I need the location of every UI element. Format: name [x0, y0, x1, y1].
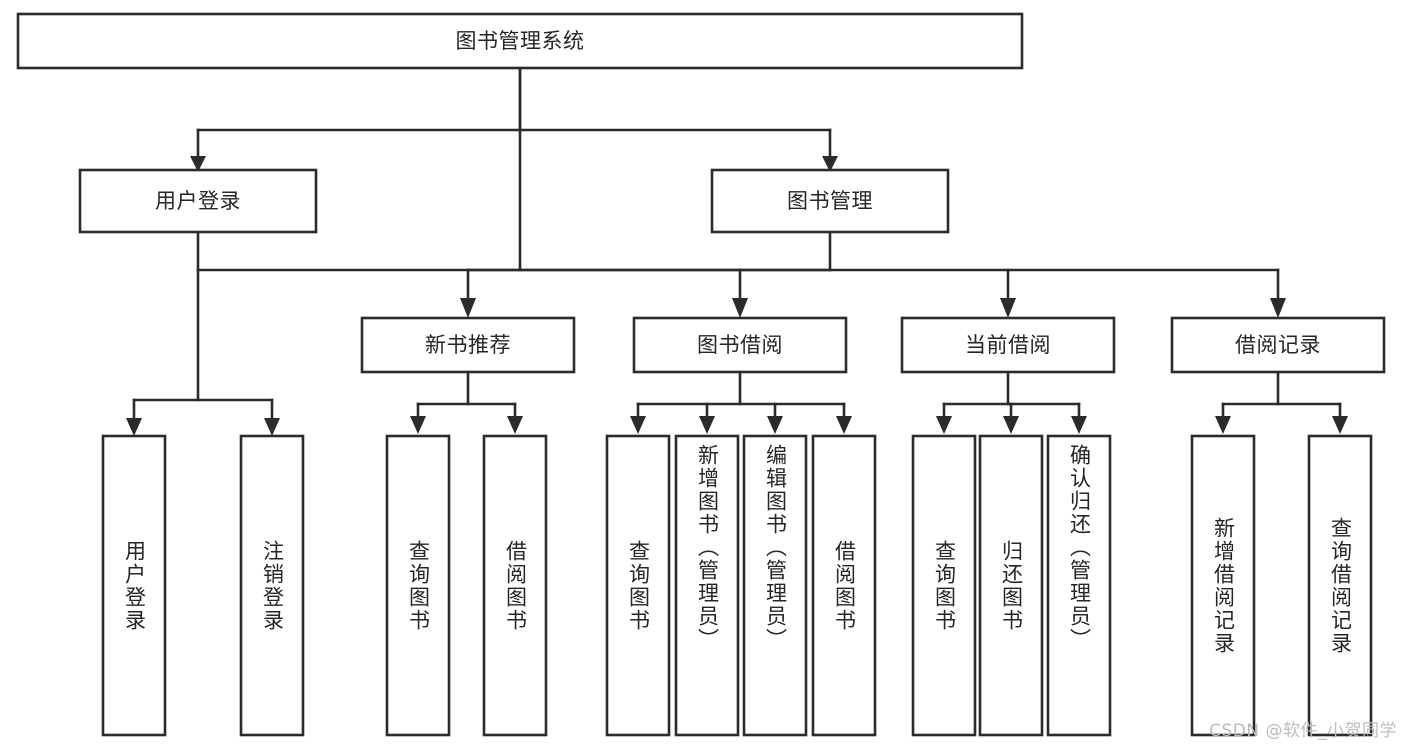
arrow-head-borrow-book-1: [507, 416, 523, 434]
arrow-head-query-book-2: [630, 416, 646, 434]
node-box-book-borrow[interactable]: [632, 316, 848, 374]
node-box-leaf-query-book-1[interactable]: [385, 434, 451, 737]
node-box-leaf-borrow-book-2[interactable]: [811, 434, 877, 737]
node-label-new-book-recommend: 新书推荐: [425, 333, 511, 357]
arrow-head-user-login: [190, 156, 206, 172]
arrow-head-return-book: [1003, 416, 1019, 434]
node-box-leaf-user-login[interactable]: [101, 434, 167, 737]
arrow-head-book-manage: [822, 156, 838, 172]
arrow-head-leaf-user-login: [126, 418, 142, 436]
arrow-head-leaf-logout: [264, 418, 280, 436]
node-box-leaf-query-book-2[interactable]: [605, 434, 671, 737]
node-box-root[interactable]: [16, 12, 1024, 70]
arrow-head-edit-book: [767, 416, 783, 434]
node-box-leaf-return-book[interactable]: [978, 434, 1044, 737]
node-box-current-borrow[interactable]: [900, 316, 1116, 374]
arrow-head-query-record: [1332, 416, 1348, 434]
node-label-user-login: 用户登录: [155, 189, 241, 213]
arrow-head-borrow-book-2: [836, 416, 852, 434]
connector-group-user-login-children: [126, 230, 280, 436]
node-box-leaf-confirm-return[interactable]: [1046, 434, 1112, 737]
node-box-user-login[interactable]: [78, 168, 318, 234]
node-label-borrow-record: 借阅记录: [1235, 333, 1321, 357]
node-box-book-manage[interactable]: [710, 168, 950, 234]
connector-group-borrow-record-leaves: [1215, 370, 1348, 434]
node-box-leaf-query-book-3[interactable]: [911, 434, 977, 737]
node-box-leaf-edit-book[interactable]: [742, 434, 808, 737]
node-box-leaf-add-record[interactable]: [1190, 434, 1256, 737]
connector-group-book-borrow-leaves: [630, 370, 852, 434]
arrow-head-confirm-return: [1071, 416, 1087, 434]
node-label-current-borrow: 当前借阅: [965, 333, 1051, 357]
arrow-head-new-book-recommend: [460, 298, 476, 318]
node-label-book-manage: 图书管理: [787, 189, 873, 213]
node-box-leaf-add-book[interactable]: [674, 434, 740, 737]
arrow-head-query-book-3: [936, 416, 952, 434]
arrow-head-add-book: [699, 416, 715, 434]
arrow-head-book-borrow: [732, 298, 748, 318]
node-label-book-borrow: 图书借阅: [697, 333, 783, 357]
connector-group-current-borrow-leaves: [936, 370, 1087, 434]
arrow-head-current-borrow: [1000, 298, 1016, 318]
node-label-root: 图书管理系统: [456, 29, 585, 53]
connector-group-book-manage-children: [460, 230, 1286, 318]
node-box-borrow-record[interactable]: [1170, 316, 1386, 374]
connector-group-new-book-leaves: [410, 370, 523, 434]
node-box-leaf-logout[interactable]: [239, 434, 305, 737]
node-box-leaf-query-record[interactable]: [1307, 434, 1373, 737]
node-box-leaf-borrow-book-1[interactable]: [482, 434, 548, 737]
watermark-text: CSDN @软件_小贺同学: [1209, 721, 1397, 741]
arrow-head-borrow-record: [1270, 298, 1286, 318]
arrow-head-add-record: [1215, 416, 1231, 434]
connector-root-tree: [190, 66, 838, 172]
arrow-head-query-book-1: [410, 416, 426, 434]
node-box-new-book-recommend[interactable]: [360, 316, 576, 374]
